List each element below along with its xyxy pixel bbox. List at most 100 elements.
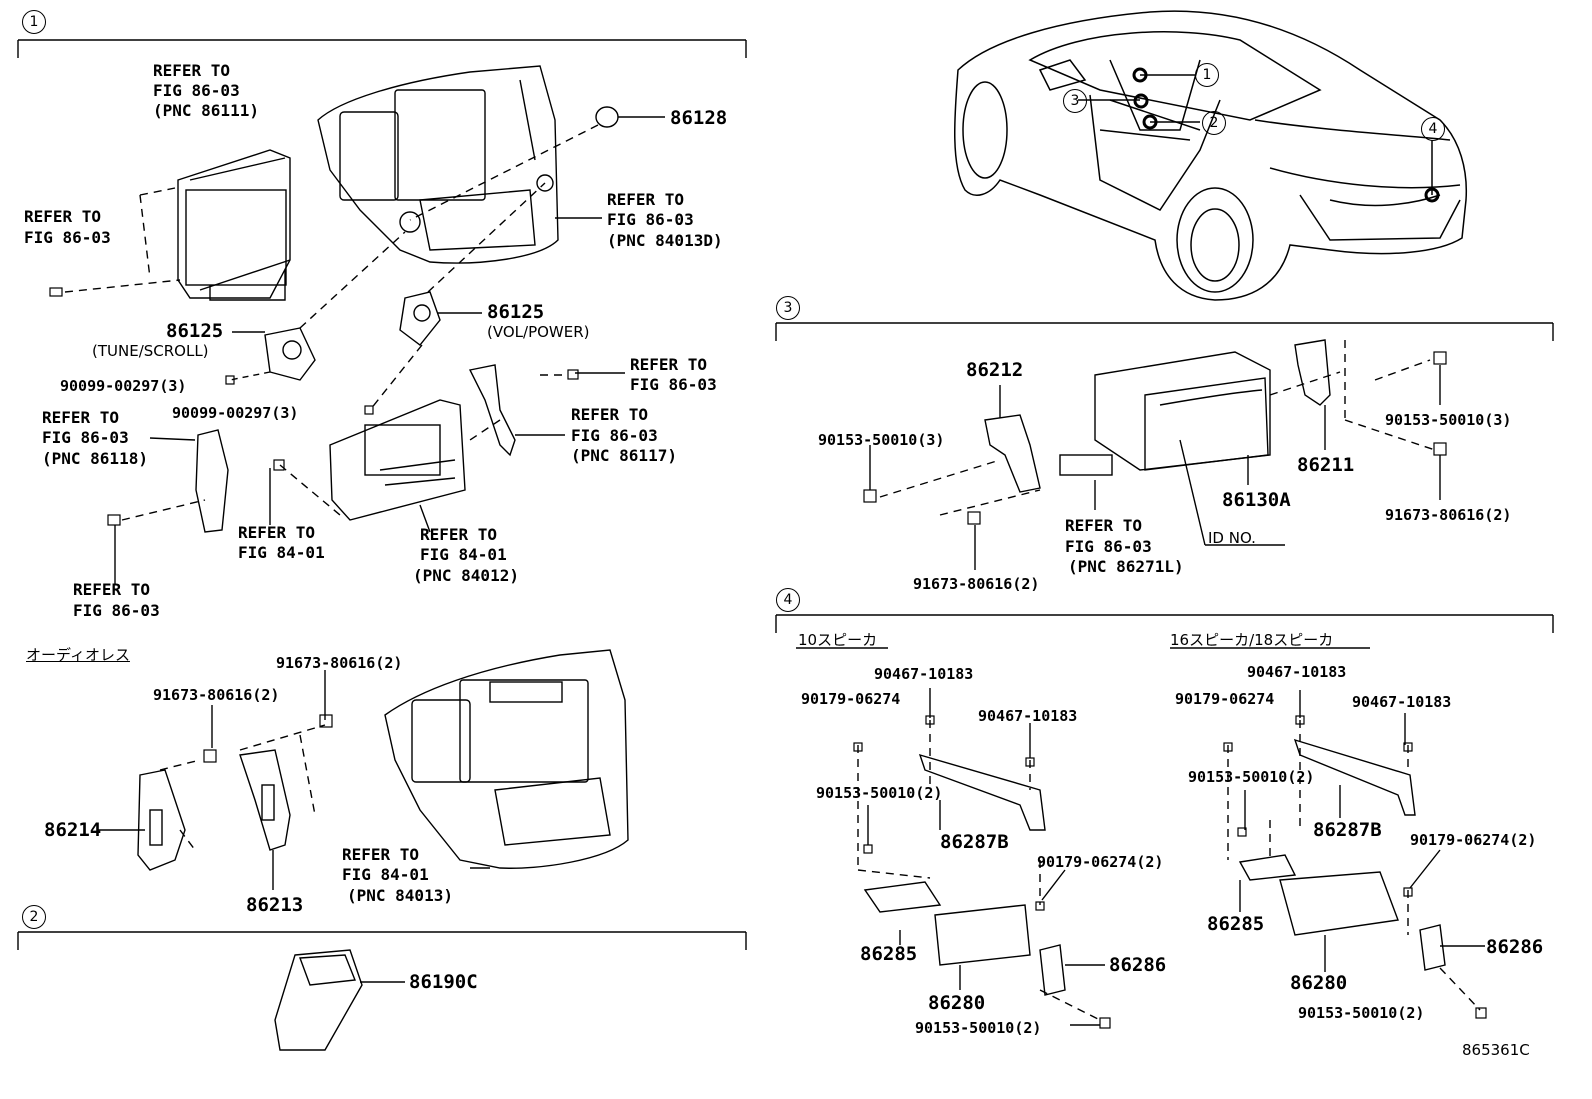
refer-mid-b-line1[interactable]: REFER TO [420, 525, 498, 544]
s4-left-title: 10スピーカ [798, 631, 878, 649]
s4r-90153-a-label[interactable]: 90153-50010(2) [1188, 768, 1315, 786]
s4r-86285-label[interactable]: 86285 [1207, 913, 1265, 935]
bolt-91673-right-label[interactable]: 91673-80616(2) [1385, 506, 1512, 524]
refer-top-a-line1[interactable]: REFER TO [153, 61, 231, 80]
refer-top-a-line2[interactable]: FIG 86-03 [153, 81, 240, 100]
screw-90099-a-label[interactable]: 90099-00297(3) [60, 377, 187, 395]
screw-90153-right-label[interactable]: 90153-50010(3) [1385, 411, 1512, 429]
bracket-86214 [98, 705, 213, 871]
part-86212-label[interactable]: 86212 [966, 359, 1024, 381]
section-2-number: 2 [22, 905, 46, 929]
s4l-86286-label[interactable]: 86286 [1109, 954, 1167, 976]
section-1-number: 1 [22, 10, 46, 34]
refer-mid-b-line3[interactable]: (PNC 84012) [413, 566, 519, 585]
refer-right-b-line2[interactable]: FIG 86-03 [630, 375, 717, 394]
screw-90153-left-label[interactable]: 90153-50010(3) [818, 431, 945, 449]
refer-mid-a-line1[interactable]: REFER TO [238, 523, 316, 542]
refer-bottom-b-line3[interactable]: (PNC 84013) [347, 886, 453, 905]
refer-left-b-line1[interactable]: REFER TO [42, 408, 120, 427]
bracket-86211 [1269, 339, 1441, 500]
screws-section1-lower [203, 714, 333, 763]
refer-s3-line1[interactable]: REFER TO [1065, 516, 1143, 535]
part-86128-label[interactable]: 86128 [670, 107, 728, 129]
s4l-90179-b-label[interactable]: 90179-06274(2) [1037, 853, 1164, 871]
s4r-90153-b-label[interactable]: 90153-50010(2) [1298, 1004, 1425, 1022]
refer-left-a-line1[interactable]: REFER TO [24, 207, 102, 226]
s4r-86287b-label[interactable]: 86287B [1313, 819, 1382, 841]
center-panel-lower [384, 649, 629, 869]
s4l-86280-label[interactable]: 86280 [928, 992, 986, 1014]
refer-left-b-line2[interactable]: FIG 86-03 [42, 428, 129, 447]
switch-86125-tune [229, 231, 406, 381]
part-86211-label[interactable]: 86211 [1297, 454, 1355, 476]
bolt-91673-bottom-label[interactable]: 91673-80616(2) [913, 575, 1040, 593]
section-1-frame [17, 39, 747, 58]
s4r-90179-a-label[interactable]: 90179-06274 [1175, 690, 1275, 708]
bracket-86213 [239, 670, 326, 890]
s4r-90179-b-label[interactable]: 90179-06274(2) [1410, 831, 1537, 849]
bolt-91673-a-label[interactable]: 91673-80616(2) [276, 654, 403, 672]
refer-top-a-line3[interactable]: (PNC 86111) [153, 101, 259, 120]
part-86214-label[interactable]: 86214 [44, 819, 102, 841]
s4r-86286-label[interactable]: 86286 [1486, 936, 1544, 958]
refer-s3-line3[interactable]: (PNC 86271L) [1068, 557, 1184, 576]
refer-right-a-line2[interactable]: FIG 86-03 [607, 210, 694, 229]
screws-section1 [49, 287, 579, 526]
refer-bottom-b-line2[interactable]: FIG 84-01 [342, 865, 429, 884]
refer-right-c-line3[interactable]: (PNC 86117) [571, 446, 677, 465]
section-4-frame [775, 614, 1554, 633]
s4r-86280-label[interactable]: 86280 [1290, 972, 1348, 994]
section-2-frame [17, 931, 747, 950]
s4l-90153-a-label[interactable]: 90153-50010(2) [816, 784, 943, 802]
s4l-86285-label[interactable]: 86285 [860, 943, 918, 965]
section-3-frame [775, 322, 1554, 341]
id-no-note: ID NO. [1208, 529, 1256, 547]
switch-86190c [274, 949, 405, 1051]
s4r-90467-a-label[interactable]: 90467-10183 [1247, 663, 1347, 681]
overview-callout-1: 1 [1195, 63, 1219, 87]
refer-bottom-a-line1[interactable]: REFER TO [73, 580, 151, 599]
part-86213-label[interactable]: 86213 [246, 894, 304, 916]
section-4-number: 4 [776, 588, 800, 612]
refer-mid-a-line2[interactable]: FIG 84-01 [238, 543, 325, 562]
s4l-90179-a-label[interactable]: 90179-06274 [801, 690, 901, 708]
s4l-90467-b-label[interactable]: 90467-10183 [978, 707, 1078, 725]
knob-86128 [409, 106, 665, 221]
screw-90099-b-label[interactable]: 90099-00297(3) [172, 404, 299, 422]
refer-bottom-b-line1[interactable]: REFER TO [342, 845, 420, 864]
part-86130a-label[interactable]: 86130A [1222, 489, 1291, 511]
refer-right-a-line3[interactable]: (PNC 84013D) [607, 231, 723, 250]
s4l-90153-b-label[interactable]: 90153-50010(2) [915, 1019, 1042, 1037]
refer-right-c-line2[interactable]: FIG 86-03 [571, 426, 658, 445]
refer-left-b-line3[interactable]: (PNC 86118) [42, 449, 148, 468]
s4-right-amp-assembly [1170, 647, 1485, 1011]
figure-id: 865361C [1462, 1041, 1530, 1059]
refer-right-c-line1[interactable]: REFER TO [571, 405, 649, 424]
refer-left-a-line2[interactable]: FIG 86-03 [24, 228, 111, 247]
part-86125-vol-label[interactable]: 86125 [487, 301, 545, 323]
audioless-heading: オーディオレス [26, 646, 130, 664]
center-panel-upper [317, 65, 559, 264]
part-86125-tune-label[interactable]: 86125 [166, 320, 224, 342]
switch-86125-vol [369, 182, 546, 411]
s4-left-amp-assembly [796, 647, 1105, 1026]
refer-right-a-line1[interactable]: REFER TO [607, 190, 685, 209]
refer-right-b-line1[interactable]: REFER TO [630, 355, 708, 374]
bolt-91673-b-label[interactable]: 91673-80616(2) [153, 686, 280, 704]
refer-bottom-a-line2[interactable]: FIG 86-03 [73, 601, 160, 620]
s4l-86287b-label[interactable]: 86287B [940, 831, 1009, 853]
s4l-90467-a-label[interactable]: 90467-10183 [874, 665, 974, 683]
head-unit-86130a [1059, 351, 1285, 546]
s4r-90467-b-label[interactable]: 90467-10183 [1352, 693, 1452, 711]
display-unit-86111 [177, 149, 291, 301]
s4-right-title: 16スピーカ/18スピーカ [1170, 631, 1334, 649]
refer-mid-b-line2[interactable]: FIG 84-01 [420, 545, 507, 564]
section-3-number: 3 [776, 296, 800, 320]
overview-callout-4: 4 [1421, 117, 1445, 141]
refer-s3-line2[interactable]: FIG 86-03 [1065, 537, 1152, 556]
vol-power-note: (VOL/POWER) [487, 323, 590, 341]
bracket-86212 [869, 385, 1041, 570]
part-86190c-label[interactable]: 86190C [409, 971, 478, 993]
screws-section3 [863, 351, 1447, 525]
